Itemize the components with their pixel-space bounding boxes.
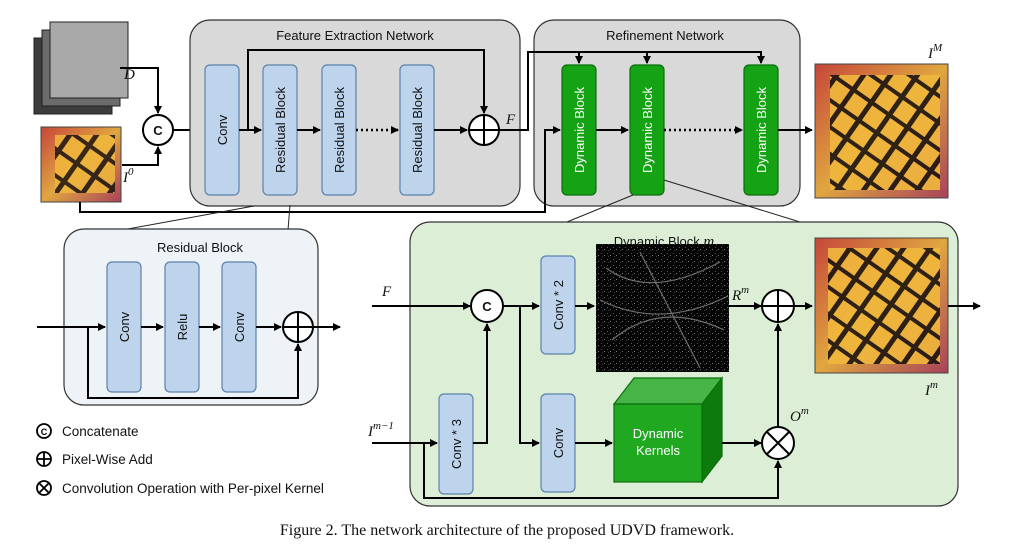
legend-add-icon: [36, 451, 52, 467]
concat-symbol-2: C: [482, 299, 492, 314]
symbol-i0: I0: [122, 166, 134, 186]
arrow-d-to-concat: [120, 67, 162, 114]
rb-relu-label: Relu: [175, 314, 190, 341]
input-image-i0: [40, 126, 122, 203]
symbol-rm: Rm: [731, 284, 749, 304]
fe-residual-label-2: Residual Block: [332, 87, 347, 173]
legend-mult-label: Convolution Operation with Per-pixel Ker…: [62, 481, 324, 496]
dynamic-block-label-3: Dynamic Block: [754, 87, 769, 173]
legend-add-label: Pixel-Wise Add: [62, 452, 153, 467]
rb-conv-label-1: Conv: [117, 311, 132, 342]
refinement-panel: [533, 19, 801, 207]
rb-skip: [87, 327, 302, 399]
figure-caption: Figure 2. The network architecture of th…: [280, 522, 734, 539]
fe-residual-label-3: Residual Block: [410, 87, 425, 173]
conv3-to-concat: [473, 323, 491, 444]
symbol-d: D: [123, 67, 135, 83]
dyn-add-op: [761, 289, 795, 323]
symbol-im-minus-1: Im−1: [367, 420, 394, 440]
legend-mult-icon: [36, 480, 52, 496]
block-output-image: [814, 237, 949, 374]
feature-extraction-title: Feature Extraction Network: [276, 28, 434, 43]
symbol-im-small: Im: [924, 379, 938, 399]
residual-detail-title: Residual Block: [157, 240, 243, 255]
symbol-om: Om: [790, 405, 809, 425]
residual-map-image: [596, 244, 729, 372]
dynamic-kernels-cube: [612, 376, 724, 484]
im1-to-mult: [423, 443, 782, 499]
conv3-label: Conv * 3: [449, 419, 464, 469]
dynamic-kernels-label-1: Dynamic: [633, 426, 684, 441]
symbol-im-capital: IM: [927, 42, 943, 62]
concat-to-conv-lower: [519, 306, 540, 447]
rb-conv-label-2: Conv: [232, 311, 247, 342]
dynamic-zoom-connector: [561, 179, 801, 225]
legend-concat-icon: C: [36, 423, 52, 439]
dynamic-block-label-2: Dynamic Block: [640, 87, 655, 173]
fe-add-op: [468, 114, 500, 146]
i0-to-refinement: [79, 126, 561, 213]
concat-symbol-1: C: [153, 123, 163, 138]
fe-conv-label: Conv: [215, 114, 230, 145]
arrow-i0-to-concat: [122, 146, 162, 166]
per-pixel-conv-op: [761, 426, 795, 460]
symbol-f-detail: F: [381, 284, 392, 300]
f-bus-line: [499, 51, 762, 131]
rb-add-op: [282, 311, 314, 343]
conv-lower-label: Conv: [551, 427, 566, 458]
dynamic-block-label-1: Dynamic Block: [572, 87, 587, 173]
conv2-label: Conv * 2: [551, 280, 566, 330]
dynamic-kernels-label-2: Kernels: [636, 443, 681, 458]
legend-concat-label: Concatenate: [62, 424, 139, 439]
depth-input-stack: [33, 21, 129, 115]
legend: C Concatenate Pixel-Wise Add Convolution…: [36, 423, 324, 496]
fe-skip-connection: [247, 49, 488, 130]
symbol-f-top: F: [505, 112, 516, 128]
output-image-im: [814, 63, 949, 199]
svg-text:C: C: [41, 427, 48, 437]
fe-residual-label-1: Residual Block: [273, 87, 288, 173]
refinement-title: Refinement Network: [606, 28, 724, 43]
